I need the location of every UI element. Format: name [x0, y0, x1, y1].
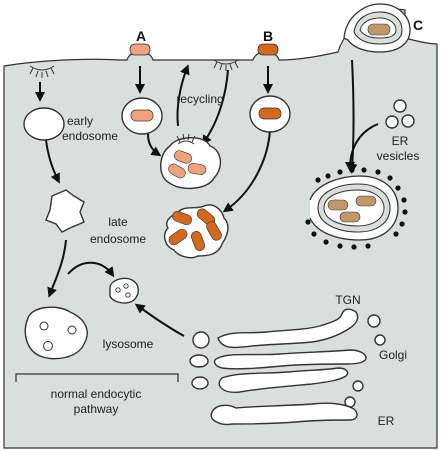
- late-endosome-b: [163, 204, 229, 259]
- label-er-vesicles-2: vesicles: [377, 149, 420, 163]
- label-pathway-1: normal endocytic: [51, 387, 142, 401]
- coated-pit-center: [213, 59, 239, 71]
- early-endosome-a: [121, 97, 163, 135]
- label-recycling: recycling: [176, 92, 223, 106]
- arrow-icon: [176, 64, 190, 127]
- arrow-icon: [147, 133, 162, 157]
- golgi-apparatus: [189, 308, 386, 426]
- arrow-icon: [222, 129, 271, 213]
- receptor-b: [257, 43, 279, 56]
- arrow-icon: [47, 239, 67, 298]
- autophagosome: [309, 175, 399, 241]
- arrow-icon: [134, 303, 185, 337]
- arrow-icon: [67, 261, 115, 278]
- transport-vesicle: [109, 277, 139, 304]
- early-endosome-empty: [23, 107, 65, 141]
- pathway-bracket: [15, 373, 179, 382]
- label-pathway-2: pathway: [74, 402, 119, 416]
- golgi-cisterna-2: [218, 367, 349, 393]
- label-golgi: Golgi: [379, 348, 407, 362]
- arrow-icon: [45, 139, 60, 184]
- er-vesicles: [385, 99, 415, 129]
- label-lysosome: lysosome: [103, 337, 154, 351]
- label-c: C: [413, 17, 423, 33]
- vesicle-b: [249, 95, 291, 133]
- tgn-cisterna: [217, 308, 359, 349]
- label-tgn: TGN: [335, 293, 360, 307]
- arrow-icon: [201, 69, 229, 146]
- engulfing-membrane-c: [343, 3, 411, 53]
- sorting-endosome: [160, 133, 221, 189]
- label-er: ER: [378, 414, 395, 428]
- label-early-endosome-2: endosome: [62, 129, 118, 143]
- label-late-endosome-2: endosome: [90, 232, 146, 246]
- lysosome: [24, 306, 88, 360]
- arrow-icon: [347, 59, 358, 174]
- label-a: A: [136, 28, 146, 44]
- er-tubule: [210, 402, 358, 426]
- label-er-vesicles-1: ER: [392, 134, 409, 148]
- ribosome-dot-icon: [305, 167, 408, 250]
- receptor-a: [129, 43, 151, 56]
- late-endosome-empty: [45, 189, 85, 233]
- golgi-cisterna-1: [213, 349, 367, 370]
- label-b: B: [263, 28, 273, 44]
- arrow-icon: [345, 123, 379, 172]
- label-late-endosome-1: late: [108, 215, 128, 229]
- label-early-endosome-1: early: [67, 114, 93, 128]
- coated-pit-left: [29, 65, 55, 78]
